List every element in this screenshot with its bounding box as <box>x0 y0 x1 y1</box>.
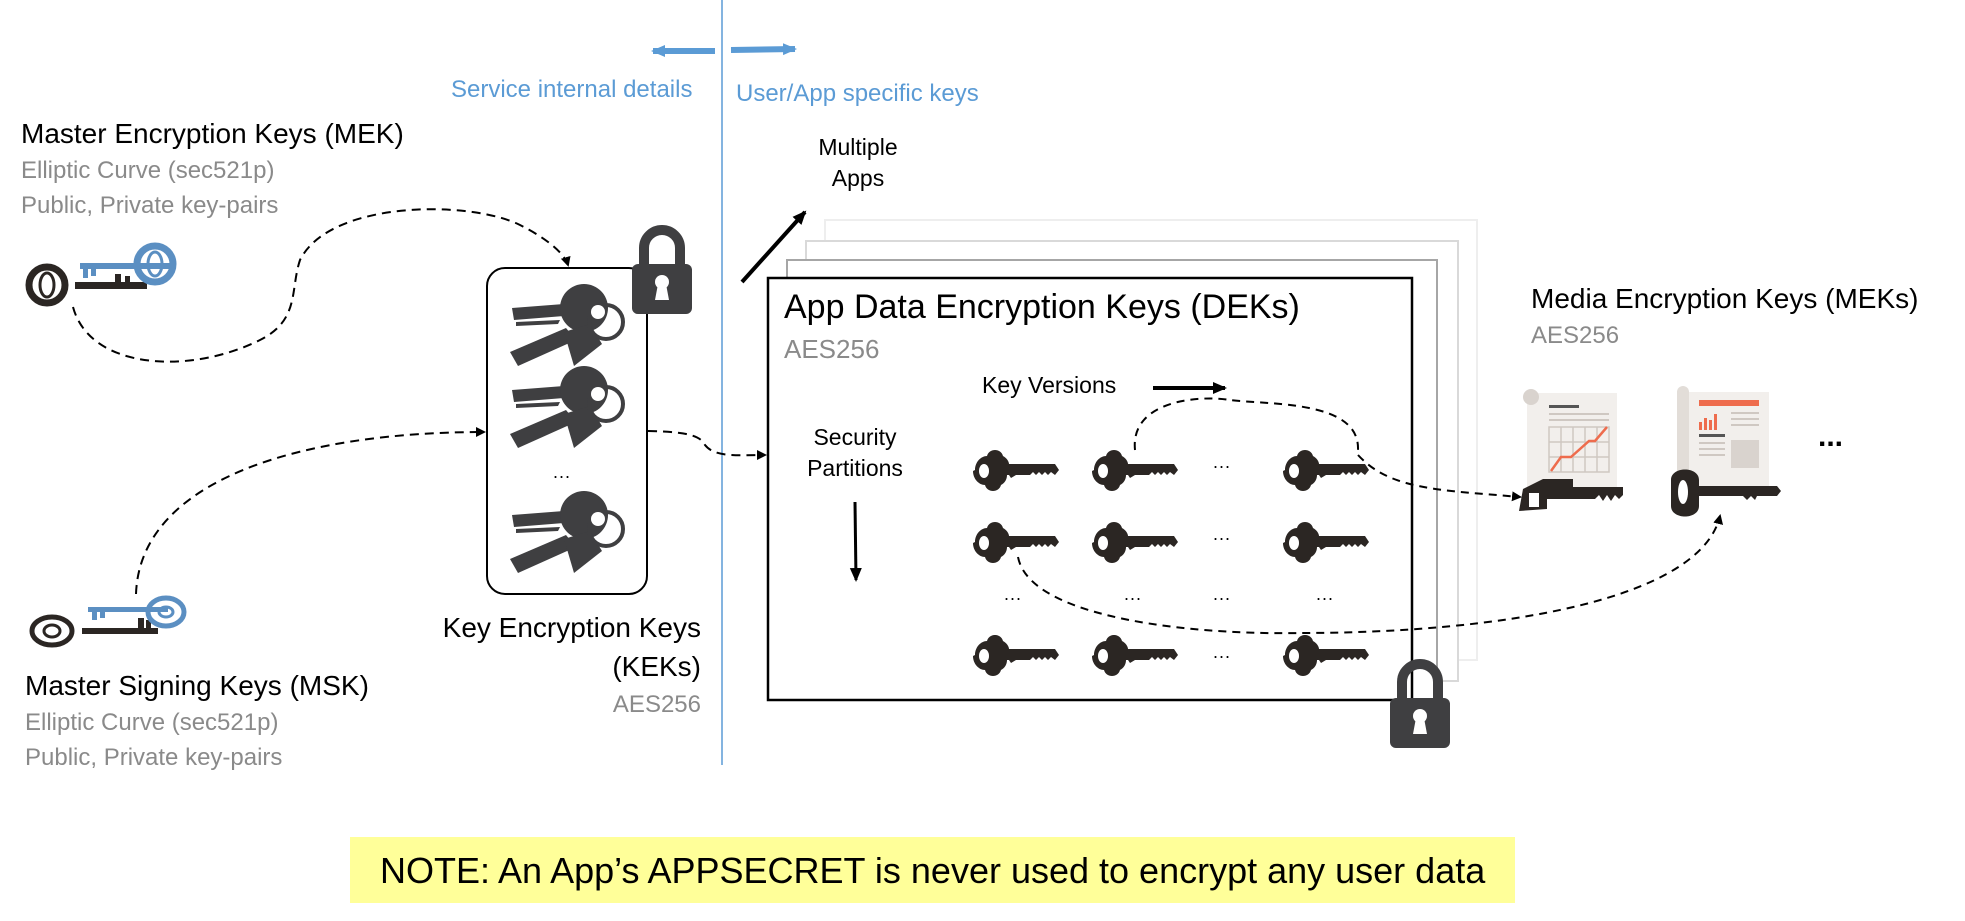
service-internal-label: Service internal details <box>451 76 693 103</box>
security-partitions-arrow <box>849 501 862 582</box>
dek-ellipsis: ... <box>1124 584 1143 604</box>
media-document-chart-icon <box>1519 389 1623 511</box>
dek-ellipsis: ... <box>1213 452 1232 472</box>
kek-ellipsis: ... <box>553 462 572 482</box>
dek-title: App Data Encryption Keys (DEKs) <box>784 288 1300 326</box>
note-banner: NOTE: An App’s APPSECRET is never used t… <box>350 837 1515 903</box>
mek-to-kek-connector <box>72 208 571 363</box>
media-algorithm: AES256 <box>1531 322 1620 349</box>
dek-to-media-2-connector <box>1017 514 1723 635</box>
kek-to-dek-connector <box>647 430 767 461</box>
dek-ellipsis: ... <box>1213 584 1232 604</box>
dek-algorithm: AES256 <box>784 334 880 364</box>
user-app-specific-label: User/App specific keys <box>736 80 979 107</box>
kek-title-line2: (KEKs) <box>612 651 701 682</box>
mek-algorithm: Elliptic Curve (sec521p) <box>21 157 275 184</box>
multiple-apps-line2: Apps <box>831 165 885 192</box>
mek-key-type: Public, Private key-pairs <box>21 192 279 219</box>
msk-key-type: Public, Private key-pairs <box>25 744 283 771</box>
mek-ornate-key-icon <box>25 242 177 307</box>
dek-to-media-1-connector <box>1357 454 1522 502</box>
security-partitions-label: Security Partitions <box>790 424 920 482</box>
kek-algorithm: AES256 <box>612 691 701 718</box>
mek-title: Master Encryption Keys (MEK) <box>21 118 404 149</box>
msk-title: Master Signing Keys (MSK) <box>25 670 369 701</box>
msk-to-kek-connector <box>135 427 486 595</box>
multiple-apps-arrow <box>740 210 807 284</box>
dek-ellipsis: ... <box>1004 584 1023 604</box>
kek-title-line1: Key Encryption Keys <box>442 612 701 643</box>
msk-ornate-key-icon <box>29 595 187 648</box>
note-text: NOTE: An App’s APPSECRET is never used t… <box>380 850 1486 891</box>
right-arrow <box>730 43 797 56</box>
multiple-apps-label: Multiple Apps <box>800 134 916 192</box>
media-more-ellipsis: ... <box>1818 420 1844 453</box>
security-partitions-line1: Security <box>813 424 897 450</box>
security-partitions-line2: Partitions <box>807 455 903 482</box>
media-title: Media Encryption Keys (MEKs) <box>1531 283 1919 314</box>
kek-padlock-icon <box>632 230 692 314</box>
msk-algorithm: Elliptic Curve (sec521p) <box>25 709 279 736</box>
dek-ellipsis: ... <box>1213 524 1232 544</box>
dek-ellipsis: ... <box>1213 642 1232 662</box>
key-versions-label: Key Versions <box>982 372 1117 398</box>
media-document-report-icon <box>1671 386 1781 517</box>
dek-ellipsis: ... <box>1316 584 1335 604</box>
multiple-apps-line1: Multiple <box>818 134 898 160</box>
